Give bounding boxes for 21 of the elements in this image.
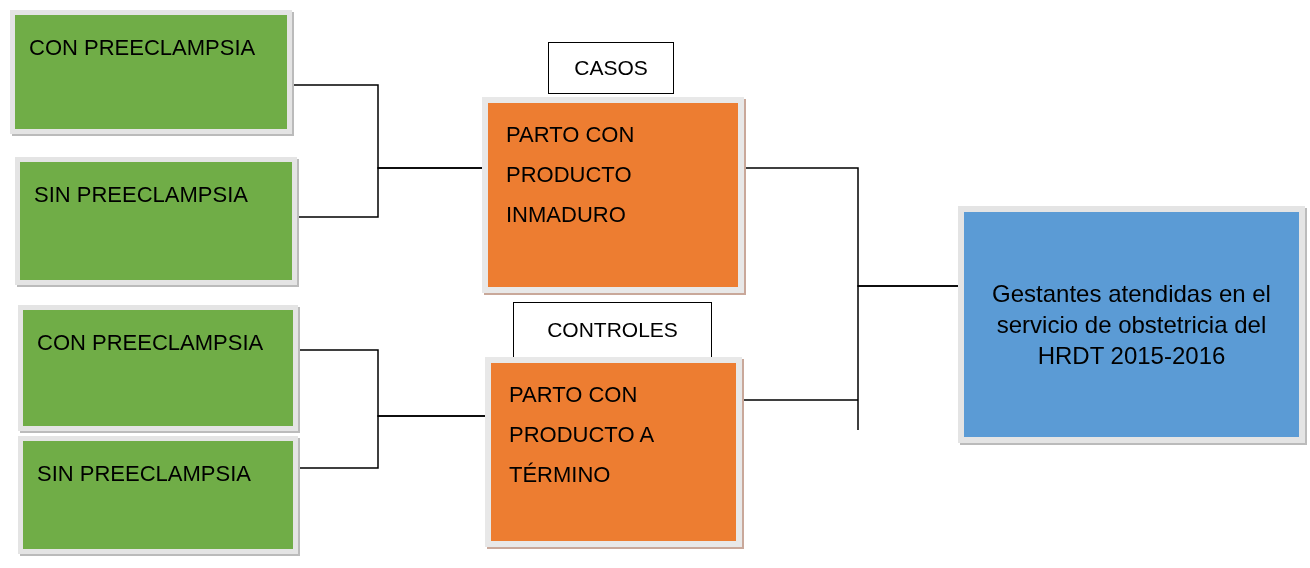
box-label: PARTO CON PRODUCTO INMADURO: [506, 121, 636, 229]
box-label: CONTROLES: [547, 318, 678, 342]
group-box: [15, 157, 297, 285]
box-label: CON PREECLAMPSIA: [37, 329, 265, 357]
outcome-box: [482, 97, 744, 293]
box-label: CON PREECLAMPSIA: [29, 34, 257, 62]
connector-line: [296, 167, 483, 218]
group-box: [18, 436, 298, 554]
box-label: SIN PREECLAMPSIA: [37, 460, 252, 488]
category-label-box: [513, 302, 712, 357]
population-box: [958, 206, 1305, 443]
category-label-box: [548, 42, 674, 94]
outcome-box: [485, 357, 742, 547]
connector-line: [297, 415, 486, 469]
box-label: PARTO CON PRODUCTO A TÉRMINO: [509, 381, 655, 489]
group-box: [18, 305, 298, 431]
connector-line: [741, 285, 959, 431]
box-label: CASOS: [574, 56, 648, 80]
group-box: [10, 10, 292, 134]
box-label: SIN PREECLAMPSIA: [34, 181, 249, 209]
box-label: Gestantes atendidas en el servicio de obstetricia del HRDT 2015-2016: [991, 279, 1272, 371]
